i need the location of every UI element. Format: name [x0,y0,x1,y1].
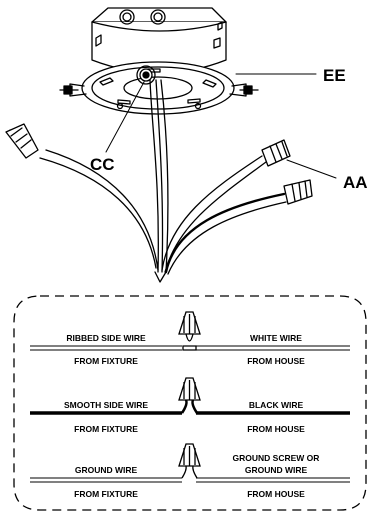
legend-row-smooth: SMOOTH SIDE WIRE FROM FIXTURE BLACK WIRE… [30,377,350,434]
wire-nut-left [5,123,39,159]
row3-left-bottom: FROM FIXTURE [74,489,138,499]
wire-nut-1 [178,311,201,351]
row1-left-top: RIBBED SIDE WIRE [66,333,146,343]
plate-screw-left [59,85,79,95]
callout-ee: EE [323,66,346,85]
ground-screw [136,65,156,85]
legend-row-ground: GROUND WIRE FROM FIXTURE GROUND SCREW OR… [30,443,350,499]
knockout-left [119,9,135,25]
callout-cc: CC [90,155,115,174]
wire-nut-3 [178,443,201,479]
row2-right-top: BLACK WIRE [249,400,304,410]
row2-left-bottom: FROM FIXTURE [74,424,138,434]
wire-nut-2 [178,377,201,414]
row2-left-top: SMOOTH SIDE WIRE [64,400,148,410]
row1-left-bottom: FROM FIXTURE [74,356,138,366]
wire-nut-aa-bottom [283,179,313,205]
row3-right-top-line2: GROUND WIRE [245,465,308,475]
plate-screw-right [239,85,259,95]
wire-nut-aa-top [261,139,291,167]
legend-panel: RIBBED SIDE WIRE FROM FIXTURE WHITE WIRE… [13,295,367,511]
knockout-right [150,9,166,25]
row2-right-bottom: FROM HOUSE [247,424,305,434]
leader-cc [105,81,145,153]
row1-right-top: WHITE WIRE [250,333,302,343]
callout-aa: AA [343,173,368,192]
leader-aa [286,159,337,179]
row1-right-bottom: FROM HOUSE [247,356,305,366]
mounting-plate [59,61,259,115]
fixture-illustration [5,7,337,283]
junction-box [91,7,227,74]
row3-right-bottom: FROM HOUSE [247,489,305,499]
row3-right-top-line1: GROUND SCREW OR [233,453,320,463]
legend-row-ribbed: RIBBED SIDE WIRE FROM FIXTURE WHITE WIRE… [30,311,350,366]
row3-left-top: GROUND WIRE [75,465,138,475]
